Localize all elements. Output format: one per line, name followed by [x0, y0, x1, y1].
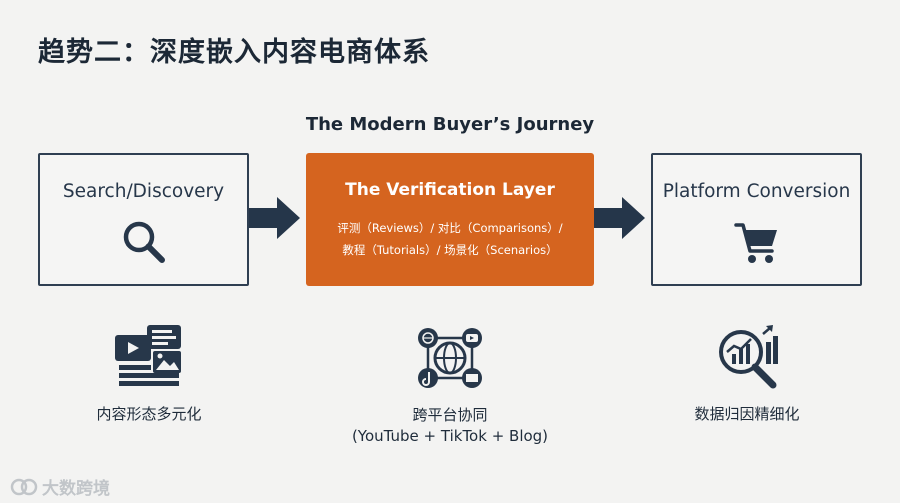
verification-line-1: 评测（Reviews）/ 对比（Comparisons）/	[337, 221, 563, 235]
shopping-cart-icon	[733, 223, 777, 263]
media-collage-icon	[115, 325, 181, 386]
step-platform-conversion: Platform Conversion	[651, 153, 862, 286]
verification-title: The Verification Layer	[345, 180, 555, 200]
platform-network-icon	[418, 328, 482, 388]
arrow-right-icon	[249, 197, 300, 239]
verification-line-2: 教程（Tutorials）/ 场景化（Scenarios）	[342, 243, 558, 257]
step-label: Platform Conversion	[662, 181, 851, 202]
feature-label-content-forms: 内容形态多元化	[96, 405, 202, 423]
data-analytics-icon	[719, 325, 778, 389]
step-label: Search/Discovery	[62, 181, 225, 202]
watermark: 大数跨境	[10, 474, 110, 499]
arrow-right-icon	[594, 197, 645, 239]
step-search-discovery: Search/Discovery	[38, 153, 249, 286]
slide-title: 趋势二：深度嵌入内容电商体系	[38, 37, 430, 68]
feature-label-data-attribution: 数据归因精细化	[694, 405, 800, 423]
feature-label-cross-platform: 跨平台协同 (YouTube + TikTok + Blog)	[330, 405, 570, 447]
magnifier-icon	[123, 221, 165, 263]
feature-title: 跨平台协同	[412, 406, 488, 424]
step-verification-layer: The Verification Layer 评测（Reviews）/ 对比（C…	[306, 153, 594, 286]
watermark-text: 大数跨境	[42, 479, 110, 499]
journey-title: The Modern Buyer’s Journey	[305, 114, 595, 135]
brand-logo-icon	[10, 478, 38, 495]
feature-subtitle: (YouTube + TikTok + Blog)	[351, 427, 549, 445]
